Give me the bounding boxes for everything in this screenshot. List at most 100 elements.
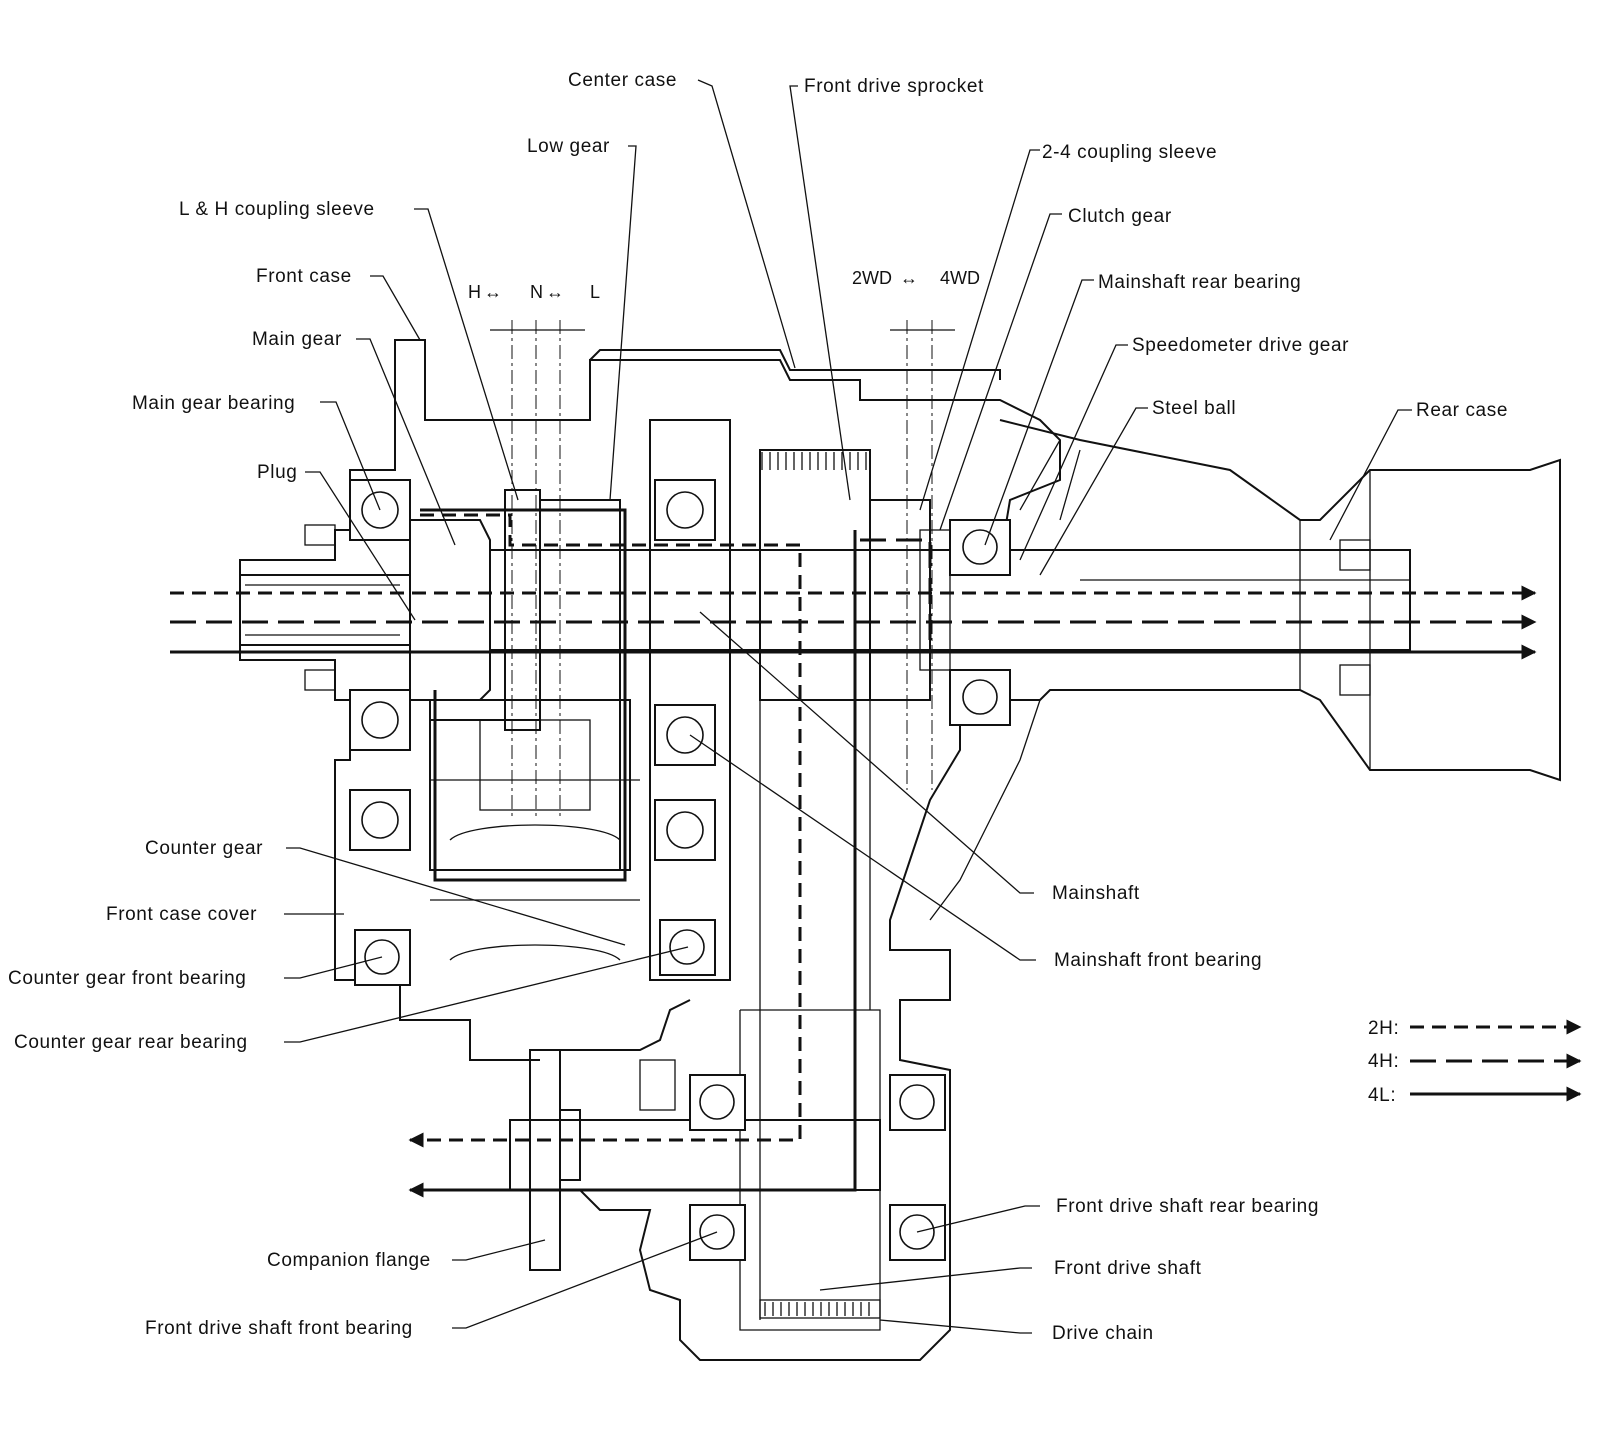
center-case-lower: [559, 700, 961, 1361]
shift-label-n: N: [530, 282, 543, 302]
path-4h-transfer: [860, 538, 932, 650]
label-main-gear-bearing: Main gear bearing: [132, 393, 295, 414]
main-gear-bearing-lower-ball: [361, 701, 399, 739]
label-drive-chain: Drive chain: [1052, 1323, 1154, 1344]
main-gear-body: [409, 519, 491, 701]
mainshaft-front-bearing-upper-ball: [666, 491, 704, 529]
leader-drive-chain: [879, 1319, 1032, 1334]
leader-main-gear-bearing: [320, 401, 381, 511]
chain-links: [764, 1302, 870, 1316]
sprocket-teeth-top: [761, 452, 867, 470]
label-2-4-coupling-sleeve: 2-4 coupling sleeve: [1042, 142, 1217, 163]
leader-front-drive-shaft: [819, 1267, 1032, 1291]
label-counter-gear: Counter gear: [145, 838, 263, 859]
front-seal-top: [304, 524, 336, 546]
leader-counter-gear-rear-bearing: [284, 946, 689, 1043]
flange-seal: [639, 1059, 676, 1111]
label-companion-flange: Companion flange: [267, 1250, 431, 1271]
leader-front-drive-shaft-front-bearing: [452, 1231, 718, 1329]
label-steel-ball: Steel ball: [1152, 398, 1236, 419]
front-drive-shaft-rear-bearing-upper-race: [889, 1074, 946, 1131]
leader-counter-gear: [286, 847, 626, 946]
drive-chain-body: [759, 1299, 881, 1319]
shift-arrow-nl: ↔: [546, 282, 564, 302]
counter-gear-rear-upper-ball: [666, 811, 704, 849]
front-drive-shaft-rear-bearing-upper-ball: [899, 1084, 935, 1120]
legend-label-2h: 2H:: [1368, 1018, 1399, 1039]
leader-steel-ball: [1039, 407, 1148, 576]
leader-clutch-gear: [939, 213, 1062, 531]
leader-lh-coupling-sleeve: [414, 208, 519, 501]
mainshaft-step: [1080, 579, 1411, 651]
label-low-gear: Low gear: [527, 136, 610, 157]
rear-seal-bottom: [1339, 664, 1371, 696]
power-flow-paths: [170, 508, 1537, 1190]
center-wall: [649, 419, 731, 981]
label-mainshaft: Mainshaft: [1052, 883, 1140, 904]
leader-plug: [305, 471, 416, 621]
mainshaft-front-bearing-ball: [666, 716, 704, 754]
shift-arrow-2wd-4wd: ↔: [900, 268, 918, 288]
label-front-drive-shaft-front-bearing: Front drive shaft front bearing: [145, 1318, 413, 1339]
low-gear-teeth: [479, 719, 591, 811]
leader-main-gear: [356, 338, 456, 546]
mainshaft-rear-bearing-lower-ball: [962, 679, 998, 715]
leader-front-case: [370, 275, 421, 341]
shift-label-4wd: 4WD: [940, 268, 980, 288]
label-counter-gear-rear-bearing: Counter gear rear bearing: [14, 1032, 248, 1053]
rear-case-flange: [1299, 470, 1371, 770]
leader-speedometer-drive-gear: [1019, 344, 1128, 561]
shift-label-l: L: [590, 282, 600, 302]
case-ribs: [430, 779, 640, 961]
leader-mainshaft-rear-bearing: [984, 279, 1094, 546]
leader-companion-flange: [452, 1239, 546, 1261]
bearings: [349, 479, 1011, 1261]
label-speedometer-drive-gear: Speedometer drive gear: [1132, 335, 1349, 356]
label-center-case: Center case: [568, 70, 677, 91]
front-drive-shaft-front-bearing-upper-race: [689, 1074, 746, 1131]
counter-gear-body: [429, 699, 631, 871]
leader-low-gear: [609, 145, 637, 501]
shift-centerlines: [490, 320, 955, 820]
clutch-gear-body: [919, 529, 951, 671]
legend-label-4l: 4L:: [1368, 1085, 1396, 1106]
low-gear-body: [429, 499, 621, 871]
shift-label-2wd: 2WD: [852, 268, 892, 288]
lh-coupling-sleeve-body: [504, 489, 541, 731]
leader-center-case: [697, 79, 796, 369]
label-clutch-gear: Clutch gear: [1068, 206, 1172, 227]
label-lh-coupling-sleeve: L & H coupling sleeve: [179, 199, 375, 220]
label-front-case-cover: Front case cover: [106, 904, 257, 925]
label-front-drive-shaft-rear-bearing: Front drive shaft rear bearing: [1056, 1196, 1319, 1217]
label-plug: Plug: [257, 462, 297, 483]
label-front-drive-sprocket: Front drive sprocket: [804, 76, 984, 97]
leader-lines: [284, 79, 1412, 1334]
path-2h-front-branch: [408, 513, 802, 1148]
rear-case-outline: [960, 419, 1561, 782]
power-flow-legend: 2H: 4H: 4L:: [1368, 1018, 1582, 1106]
label-mainshaft-rear-bearing: Mainshaft rear bearing: [1098, 272, 1301, 293]
path-4l-front-branch: [410, 508, 857, 1190]
label-mainshaft-front-bearing: Mainshaft front bearing: [1054, 950, 1262, 971]
leader-counter-gear-front-bearing: [284, 956, 383, 979]
part-labels: Center case Front drive sprocket Low gea…: [8, 70, 1508, 1344]
leader-coupling-sleeve-24: [919, 149, 1040, 511]
mainshaft-rear-bearing-ball: [962, 529, 998, 565]
counter-gear-bearing-upper-ball: [361, 801, 399, 839]
label-front-case: Front case: [256, 266, 352, 287]
front-drive-shaft-front-bearing-upper-ball: [699, 1084, 735, 1120]
label-rear-case: Rear case: [1416, 400, 1508, 421]
center-case-inner: [739, 700, 881, 1331]
front-seal-bottom: [304, 669, 336, 691]
shift-arrow-hn: ↔: [484, 282, 502, 302]
input-shaft-splines: [245, 584, 400, 636]
label-counter-gear-front-bearing: Counter gear front bearing: [8, 968, 246, 989]
shift-label-h: H: [468, 282, 481, 302]
label-main-gear: Main gear: [252, 329, 342, 350]
rear-case-rib: [929, 439, 1081, 921]
internal-parts: [239, 419, 1411, 1319]
rear-seal-top: [1339, 539, 1371, 571]
leader-mainshaft-front-bearing: [689, 734, 1036, 961]
label-front-drive-shaft: Front drive shaft: [1054, 1258, 1202, 1279]
